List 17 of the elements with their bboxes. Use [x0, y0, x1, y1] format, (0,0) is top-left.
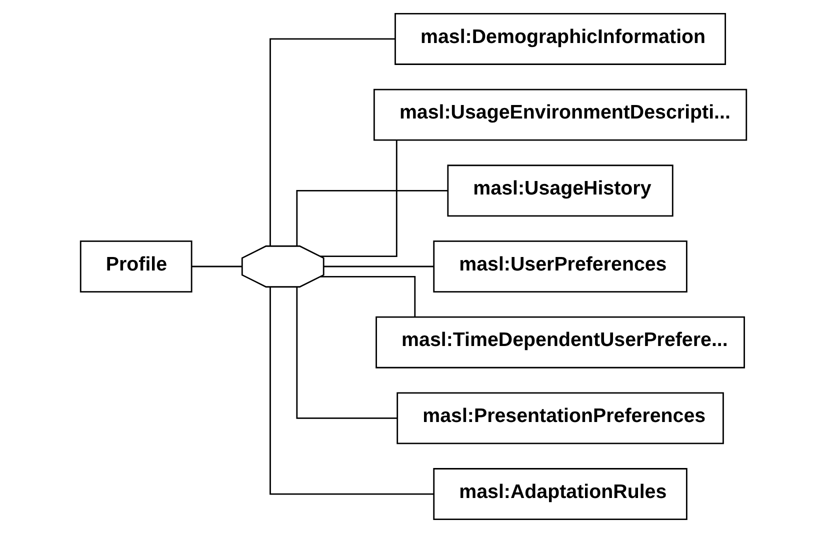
connector — [320, 276, 416, 317]
node-box: masl:UsageEnvironmentDescripti... — [372, 88, 747, 141]
node-box: masl:AdaptationRules — [432, 468, 687, 520]
connector — [320, 140, 397, 258]
connector — [296, 286, 397, 419]
node-box: masl:DemographicInformation — [394, 12, 726, 65]
node-box: masl:UsageHistory — [446, 164, 673, 217]
node-box: masl:PresentationPreferences — [396, 392, 724, 444]
connector — [269, 287, 433, 495]
connector — [323, 266, 434, 268]
node-octagon — [240, 245, 324, 288]
connector — [296, 190, 448, 246]
connector — [191, 266, 242, 268]
node-box: Profile — [79, 240, 192, 292]
node-box: masl:TimeDependentUserPrefere... — [375, 316, 744, 368]
connector — [269, 38, 394, 246]
node-box: masl:UserPreferences — [432, 240, 687, 292]
